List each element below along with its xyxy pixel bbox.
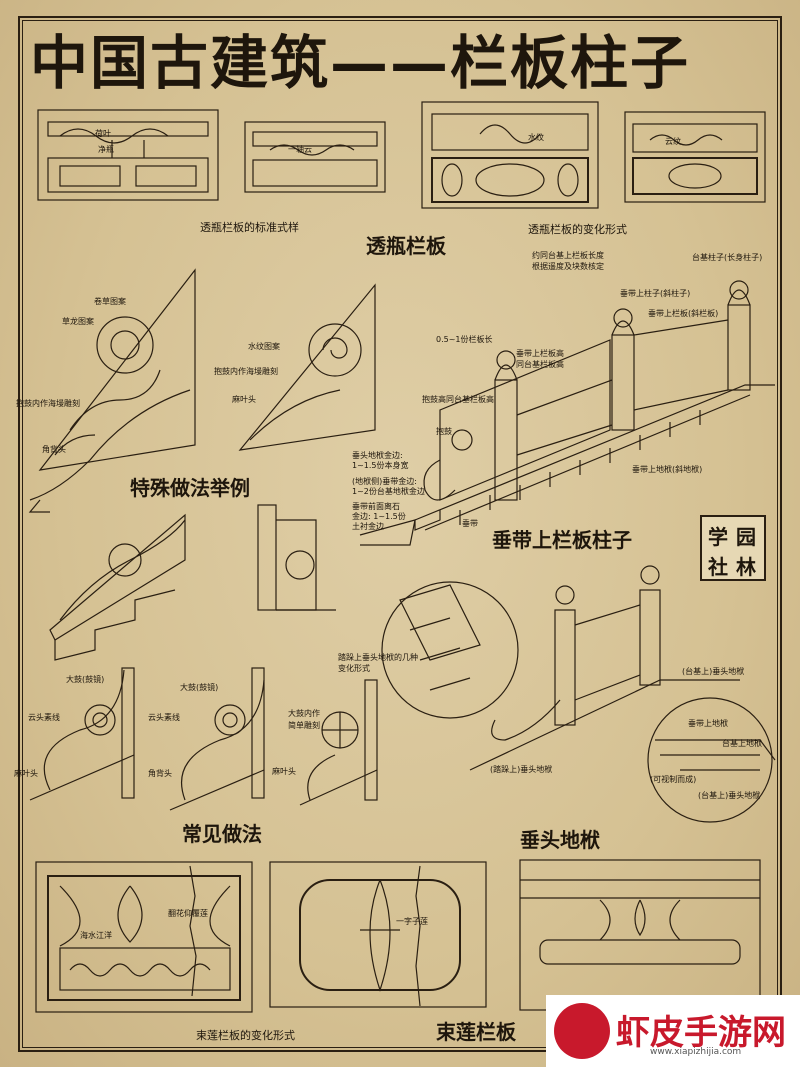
outer-frame: [18, 16, 782, 1052]
label-yuntou-1: 云头素线: [28, 713, 60, 722]
label-dagu-3: 大鼓内作: [288, 709, 320, 718]
label-haishui: 海水江洋: [80, 931, 112, 940]
label-chuidai-lanban-gao: 垂带上栏板高: [516, 349, 564, 358]
label-fanhua: 翻花仰覆莲: [168, 909, 208, 918]
label-jiaobeitou: 角背头: [148, 769, 172, 778]
label-caolong-pattern: 草龙图案: [62, 317, 94, 326]
watermark-url: www.xiapizhijia.com: [650, 1047, 742, 1057]
common-3: [299, 679, 378, 806]
label-yizi: 一字子莲: [396, 917, 428, 926]
shulian-caption: 束莲栏板的变化形式: [196, 1029, 295, 1042]
label-bangao: 0.5~1份栏板长: [436, 335, 493, 344]
page-title: 中国古建筑——栏板柱子: [30, 29, 691, 97]
shulian-panel-2: [269, 861, 487, 1008]
label-shuiwen-pattern: 水纹图案: [248, 342, 280, 351]
label-shuiwen: 水纹: [528, 133, 544, 142]
special-heading: 特殊做法举例: [130, 476, 250, 500]
toupin-panel-4: [624, 111, 766, 203]
label-taiji-difu: 台基上地栿: [722, 739, 762, 748]
shulian-heading: 束莲栏板: [436, 1020, 516, 1044]
badge-char-3: 社: [708, 555, 728, 579]
label-lanban-xie: 垂带上栏板(斜栏板): [648, 309, 719, 318]
badge-char-2: 园: [736, 525, 756, 549]
special-stair-left: [49, 513, 186, 661]
common-2: [169, 667, 265, 811]
label-jiuyun: 一轴云: [288, 145, 312, 154]
label-chuitou-jin: 垂头地栿金边:: [352, 451, 403, 460]
toupin-panel-2: [244, 121, 386, 193]
label-taiji-chuitou: (台基上)垂头地栿: [698, 791, 761, 800]
inner-frame: [22, 20, 778, 1048]
toupin-standard-caption: 透瓶栏板的标准式样: [200, 221, 299, 234]
xueyuan-shelin-badge: 学 园 社 林: [700, 515, 766, 581]
chuitou-circle-detail: [381, 581, 519, 719]
label-lanban-gao2: 同台基栏板高: [516, 360, 564, 369]
label-baogu-gao: 抱鼓高同台基栏板高: [422, 395, 494, 404]
label-baogu-left: 抱鼓内作海墁雕刻: [16, 399, 80, 408]
badge-char-4: 林: [736, 555, 756, 579]
label-circle-note2: 变化形式: [338, 664, 370, 673]
special-ornament-right: [238, 283, 376, 451]
label-difu: (地栿侧)垂带金边:: [352, 477, 417, 486]
label-yuntou-2: 云头素线: [148, 713, 180, 722]
chuitou-heading: 垂头地栿: [520, 828, 600, 852]
label-juancao-pattern: 卷草图案: [94, 297, 126, 306]
chuitou-corner-circle: [647, 697, 776, 823]
label-baogu: 抱鼓: [436, 427, 452, 436]
chuidai-heading: 垂带上栏板柱子: [492, 528, 632, 552]
label-dagu-3b: 简单雕刻: [288, 721, 320, 730]
label-dagu-2: 大鼓(鼓镜): [180, 683, 219, 692]
toupin-heading: 透瓶栏板: [366, 234, 446, 258]
label-chuidai-qian: 垂带前面离石: [352, 502, 400, 511]
label-zhuzi-xie: 垂带上柱子(斜柱子): [620, 289, 691, 298]
label-baogu-right: 抱鼓内作海墁雕刻: [214, 367, 278, 376]
label-circle-note: 踏跺上垂头地栿的几种: [338, 653, 418, 662]
label-jingping: 净瓶: [98, 145, 114, 154]
special-ornament-left: [28, 268, 196, 513]
watermark: 虾皮手游网 www.xiapizhijia.com: [546, 995, 800, 1067]
label-jinbian: 金边: 1~1.5份: [352, 512, 406, 521]
label-chuidai: 垂带: [462, 519, 478, 528]
label-difu2: 1~2份台基地栿金边: [352, 487, 425, 496]
label-length-note2: 根据遥度及块数核定: [532, 262, 604, 271]
label-length-note: 约同台基上栏板长度: [532, 251, 604, 260]
common-1: [29, 667, 135, 801]
label-ketiao: (可视制而成): [650, 775, 697, 784]
label-chuitou-jin2: 1~1.5份本身宽: [352, 461, 409, 470]
shulian-panel-1: [35, 861, 253, 1013]
shulian-panel-3: [519, 859, 761, 1011]
label-heye: 荷叶: [95, 129, 111, 138]
toupin-panel-3: [421, 101, 599, 209]
label-taiji-shang-chuitou: (台基上)垂头地栿: [682, 667, 745, 676]
chuidai-main-drawing: [359, 280, 775, 546]
crack-line-2: [415, 865, 421, 1007]
shrimp-logo-icon: [554, 1003, 610, 1059]
crack-line-1: [189, 865, 197, 997]
chuitou-stair: [469, 565, 740, 771]
label-mayetou: 麻叶头: [232, 395, 256, 404]
toupin-variation-caption: 透瓶栏板的变化形式: [528, 223, 627, 236]
label-dishen-zhu: 台基柱子(长身柱子): [692, 253, 763, 262]
watermark-name: 虾皮手游网: [616, 1013, 786, 1053]
label-jiaobei: 角背头: [42, 445, 66, 454]
label-mayetou-1: 麻叶头: [14, 769, 38, 778]
label-mayetou-2: 麻叶头: [272, 767, 296, 776]
common-heading: 常见做法: [182, 822, 262, 846]
label-dagu-1: 大鼓(鼓镜): [66, 675, 105, 684]
special-stair-right: [257, 504, 336, 611]
label-yunwen: 云纹: [665, 137, 681, 146]
label-tuchen: 土衬金边: [352, 522, 384, 531]
toupin-standard-panel: [37, 109, 219, 201]
label-tadu-chuitou: (踏跺上)垂头地栿: [490, 765, 553, 774]
label-chuidai-difu: 垂带上地栿(斜地栿): [632, 465, 703, 474]
label-chuidai-shang-difu: 垂带上地栿: [688, 719, 728, 728]
badge-char-1: 学: [708, 525, 728, 549]
